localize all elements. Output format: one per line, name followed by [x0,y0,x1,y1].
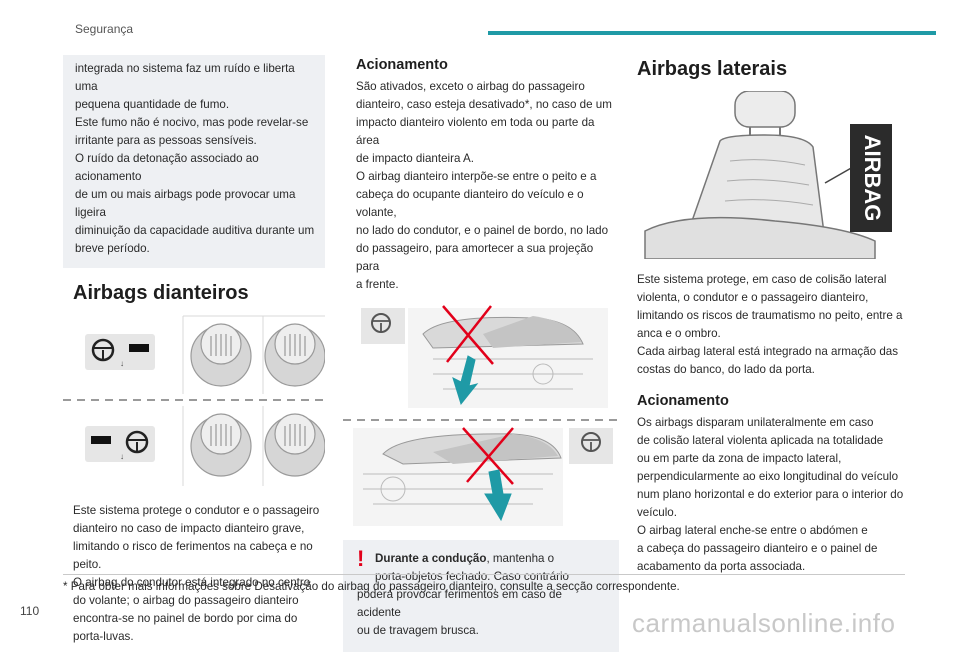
body-line: Este sistema protege, em caso de colisão… [637,273,887,286]
body-line: cabeça do ocupante dianteiro do veículo … [356,188,584,219]
body-line: a frente. [356,278,399,291]
activation-body: São ativados, exceto o airbag do passage… [343,78,619,294]
warning-line: poderá provocar ferimentos em caso de ac… [357,588,562,619]
body-line: O airbag lateral enche-se entre o abdóme… [637,524,868,537]
note-line: integrada no sistema faz um ruído e libe… [75,62,295,93]
body-line: violenta, o condutor e o passageiro dian… [637,291,869,304]
note-line: breve período. [75,242,150,255]
front-airbags-figure: ↓ ↓ [63,314,326,488]
body-line: anca e o ombro. [637,327,721,340]
dashboard-figure [343,304,619,528]
body-line: de impacto dianteira A. [356,152,474,165]
warning-bold: Durante a condução [375,552,487,565]
body-line: limitando os riscos de traumatismo no pe… [637,309,903,322]
side-activation-heading: Acionamento [637,393,729,409]
note-line: irritante para as pessoas sensíveis. [75,134,257,147]
body-line: limitando o risco de ferimentos na cabeç… [73,540,313,571]
body-line: do volante; o airbag do passageiro diant… [73,594,299,607]
side-airbags-heading: Airbags laterais [637,58,788,80]
note-line: diminuição da capacidade auditiva durant… [75,224,315,237]
warning-line: ou de travagem brusca. [357,624,479,637]
header-accent-bar [488,31,936,35]
warning-line: porta-objetos fechado. Caso contrário [375,570,569,583]
note-line: de um ou mais airbags pode provocar uma … [75,188,296,219]
body-line: a cabeça do passageiro dianteiro e o pai… [637,542,878,555]
front-airbags-heading: Airbags dianteiros [73,282,249,304]
body-line: acabamento da porta associada. [637,560,806,573]
warning-icon: ! [357,546,365,571]
warning-line: Durante a condução, mantenha o [375,550,605,568]
body-line: impacto dianteiro violento em toda ou pa… [356,116,595,147]
body-line: porta-luvas. [73,630,134,643]
seat-illustration: AIRBAG [644,90,892,260]
column-2: Acionamento São ativados, exceto o airba… [343,57,619,652]
body-line: O airbag dianteiro interpõe-se entre o p… [356,170,597,183]
front-airbags-body: Este sistema protege o condutor e o pass… [63,502,325,646]
body-line: São ativados, exceto o airbag do passage… [356,80,585,93]
body-line: O airbag do condutor está integrado no c… [73,576,311,589]
smoke-note-box: integrada no sistema faz um ruído e libe… [63,55,325,268]
watermark: carmanualsonline.info [632,608,896,638]
footnote-divider [63,574,905,575]
body-line: encontra-se no painel de bordo por cima … [73,612,298,625]
activation-heading: Acionamento [356,57,448,73]
note-line: Este fumo não é nocivo, mas pode revelar… [75,116,309,129]
side-airbag-figure: AIRBAG [625,90,905,260]
body-line: perpendicularmente ao eixo longitudinal … [637,470,899,483]
side-activation-body: Os airbags disparam unilateralmente em c… [625,414,905,576]
column-1: integrada no sistema faz um ruído e libe… [63,55,326,646]
front-airbags-illustration: ↓ ↓ [63,315,326,486]
body-line: Os airbags disparam unilateralmente em c… [637,416,874,429]
dashboard-illustration [343,305,619,526]
body-line: de colisão lateral violenta aplicada na … [637,434,884,447]
side-airbags-body: Este sistema protege, em caso de colisão… [625,271,905,379]
body-line: num plano horizontal e do exterior para … [637,488,904,501]
body-line: dianteiro no caso de impacto dianteiro g… [73,522,305,535]
body-line: no lado do condutor, e o painel de bordo… [356,224,609,237]
driving-warning: ! Durante a condução, mantenha o porta-o… [343,540,619,652]
warning-rest: , mantenha o [486,552,555,565]
svg-text:↓: ↓ [120,452,124,461]
body-line: veículo. [637,506,677,519]
body-line: Este sistema protege o condutor e o pass… [73,504,320,517]
body-line: dianteiro, caso esteja desativado*, no c… [356,98,612,111]
body-line: do passageiro, para amortecer a sua proj… [356,242,594,273]
body-line: ou em parte da zona de impacto lateral, [637,452,842,465]
body-line: costas do banco, do lado da porta. [637,363,815,376]
body-line: Cada airbag lateral está integrado na ar… [637,345,899,358]
svg-text:↓: ↓ [120,359,124,368]
page-number: 110 [20,604,40,618]
note-line: O ruído da detonação associado ao aciona… [75,152,259,183]
footnote: * Para obter mais informações sobre Desa… [63,580,680,593]
airbag-label: AIRBAG [860,135,885,222]
note-line: pequena quantidade de fumo. [75,98,230,111]
column-3: Airbags laterais AIRBAG Este sistema pro… [625,58,905,576]
section-header: Segurança [75,22,134,36]
